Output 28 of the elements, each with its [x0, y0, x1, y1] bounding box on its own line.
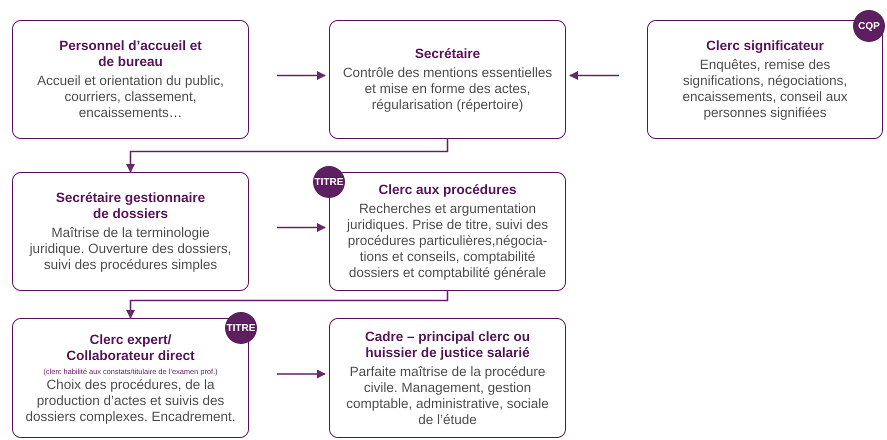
- role-title: Personnel d’accueil et de bureau: [58, 38, 203, 70]
- role-box: [647, 20, 883, 139]
- arrow: [126, 291, 448, 319]
- role-box: [329, 318, 566, 438]
- role-title: Clerc aux procédures: [378, 182, 517, 198]
- role-description: Contrôle des mentions essentielles et mise en forme des actes, régularisation (répertoire): [342, 65, 554, 113]
- role-description: Choix des procédures, de la production d’actes et suivis des dossiers complexes. Encadrement.: [24, 376, 237, 424]
- role-box: [329, 20, 566, 139]
- qualification-badge: TITRE: [313, 166, 345, 198]
- arrow: [277, 370, 326, 378]
- role-title: Clerc expert/ Collaborateur direct: [65, 332, 196, 364]
- role-title: Secrétaire: [414, 46, 480, 62]
- role-title: Cadre – principal clerc ou huissier de justice salarié: [364, 328, 532, 360]
- role-description: Recherches et argumentation juridiques. Prise de titre, suivi des procédures particulières,négocia- tions et conseils, comptabilité dossiers et comptabilité générale: [346, 201, 550, 281]
- role-box: [12, 20, 249, 139]
- role-description: Parfaite maîtrise de la procédure civile. Management, gestion comptable, administrative, sociale de l’étude: [345, 364, 550, 428]
- role-title: Clerc significateur: [706, 38, 824, 54]
- qualification-badge: CQP: [853, 10, 885, 42]
- qualification-badge: TITRE: [225, 312, 257, 344]
- arrow: [569, 71, 619, 80]
- role-description: Accueil et orientation du public, courriers, classement, encaissements…: [36, 73, 225, 121]
- arrow: [277, 71, 326, 80]
- role-description: Maîtrise de la terminologie juridique. Ouverture des dossiers, suivi des procédures simples: [28, 225, 232, 273]
- role-title: Secrétaire gestionnaire de dossiers: [54, 190, 206, 222]
- role-description: Enquêtes, remise des significations, négociations, encaissements, conseil aux personnes signifiées: [681, 57, 849, 121]
- arrow: [277, 223, 326, 232]
- role-box: [12, 172, 249, 291]
- arrow: [126, 139, 448, 173]
